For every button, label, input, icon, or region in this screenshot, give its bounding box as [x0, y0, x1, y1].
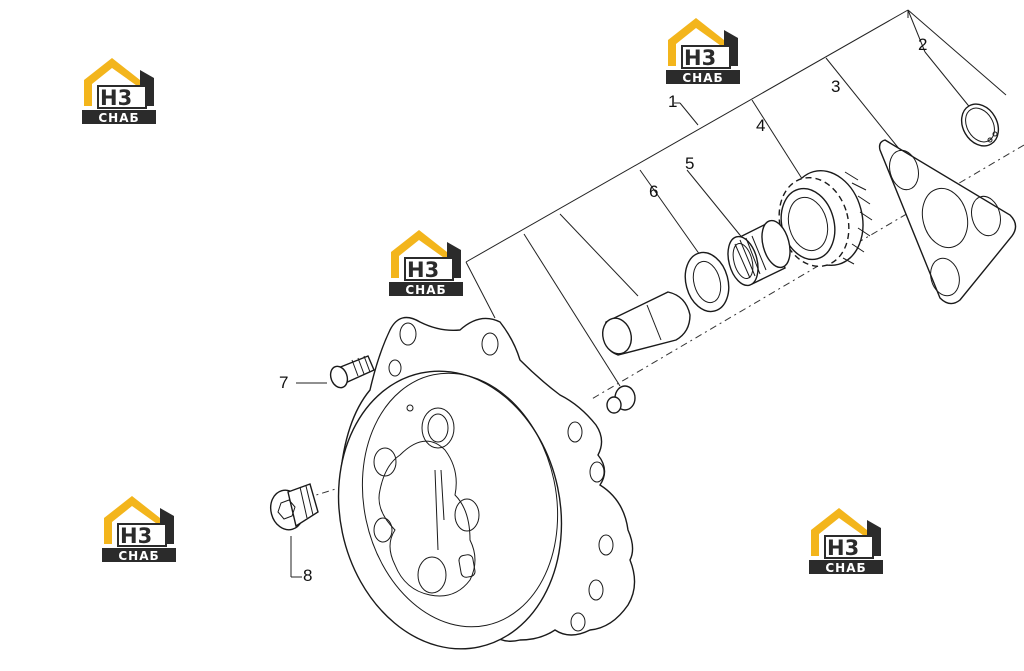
housing: [337, 316, 636, 650]
logo-letters: H3: [120, 524, 152, 548]
logo-caption: СНАБ: [825, 561, 866, 575]
logo-letters: H3: [684, 46, 716, 70]
needle-bearing-part-5: [727, 219, 791, 287]
logo-caption: СНАБ: [98, 111, 139, 125]
pin: [601, 291, 691, 356]
logo-letters: H3: [827, 536, 859, 560]
center-axis: [589, 144, 1024, 401]
callout-2: 2: [918, 35, 927, 54]
triangular-plate-part-3: [878, 139, 1017, 305]
logo-caption: СНАБ: [682, 71, 723, 85]
screw-part-7: [329, 355, 375, 389]
logo-caption: СНАБ: [118, 549, 159, 563]
logo-letters: H3: [100, 86, 132, 110]
logo-letters: H3: [407, 258, 439, 282]
vent-plug: [606, 385, 636, 414]
callout-5: 5: [685, 154, 694, 173]
thrust-washer-part-6: [684, 251, 730, 313]
leader-lines: [290, 9, 1007, 578]
snap-ring-part-2: [960, 103, 1000, 147]
logo-caption: СНАБ: [405, 283, 446, 297]
callout-3: 3: [831, 77, 840, 96]
callout-7: 7: [279, 373, 288, 392]
plug-part-8: [270, 483, 319, 531]
callout-8: 8: [303, 566, 312, 585]
callout-1: 1: [668, 92, 677, 111]
gear-part-4: [778, 170, 873, 268]
callout-6: 6: [649, 182, 658, 201]
callout-4: 4: [756, 116, 765, 135]
